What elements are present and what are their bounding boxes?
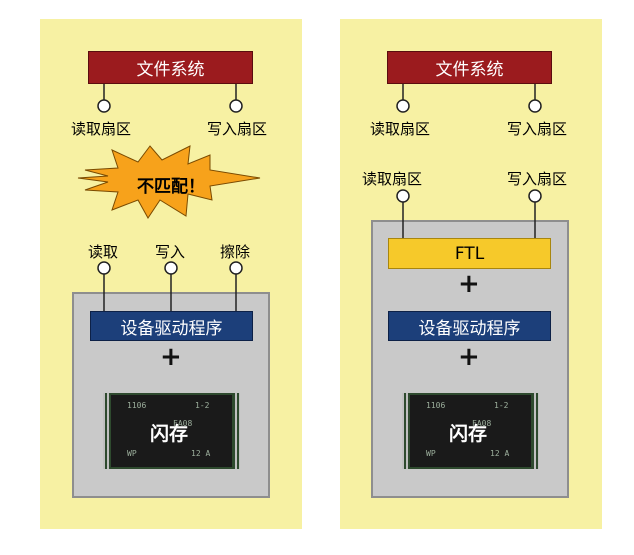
- right-write-sector-port-mid: [529, 190, 541, 202]
- right-chip-marking-4: WP: [426, 449, 436, 458]
- left-file-system-box: 文件系统: [88, 51, 253, 84]
- mismatch-label: 不匹配！: [137, 172, 205, 197]
- right-write-sector-label-top: 写入扇区: [507, 118, 567, 139]
- right-plus-sign-1: +: [458, 271, 480, 297]
- left-flash-chip: 1106 1-2 FA08 WP 12 A 闪存: [103, 393, 240, 469]
- left-chip-marking-5: 12 A: [191, 449, 210, 458]
- right-read-sector-port-top: [397, 100, 409, 112]
- left-erase-label: 擦除: [220, 241, 250, 262]
- right-write-sector-port-top: [529, 100, 541, 112]
- right-device-driver-box: 设备驱动程序: [388, 311, 551, 341]
- left-read-sector-port: [98, 100, 110, 112]
- right-read-sector-port-mid: [397, 190, 409, 202]
- left-chip-marking-2: 1-2: [195, 401, 209, 410]
- left-read-port: [98, 262, 110, 274]
- right-file-system-box: 文件系统: [387, 51, 552, 84]
- right-chip-marking-5: 12 A: [490, 449, 509, 458]
- right-read-sector-label-mid: 读取扇区: [362, 168, 422, 189]
- left-plus-sign: +: [160, 344, 182, 370]
- right-chip-marking-2: 1-2: [494, 401, 508, 410]
- left-erase-port: [230, 262, 242, 274]
- right-write-sector-label-mid: 写入扇区: [507, 168, 567, 189]
- left-chip-marking-4: WP: [127, 449, 137, 458]
- right-flash-label: 闪存: [449, 419, 487, 446]
- left-read-sector-label: 读取扇区: [71, 118, 131, 139]
- right-read-sector-label-top: 读取扇区: [370, 118, 430, 139]
- left-read-label: 读取: [88, 241, 118, 262]
- ftl-box: FTL: [388, 238, 551, 269]
- left-write-port: [165, 262, 177, 274]
- left-write-sector-port: [230, 100, 242, 112]
- left-write-label: 写入: [155, 241, 185, 262]
- left-write-sector-label: 写入扇区: [207, 118, 267, 139]
- right-chip-marking-1: 1106: [426, 401, 445, 410]
- right-plus-sign-2: +: [458, 344, 480, 370]
- left-device-driver-box: 设备驱动程序: [90, 311, 253, 341]
- left-chip-marking-1: 1106: [127, 401, 146, 410]
- right-flash-chip: 1106 1-2 FA08 WP 12 A 闪存: [402, 393, 539, 469]
- left-flash-label: 闪存: [150, 419, 188, 446]
